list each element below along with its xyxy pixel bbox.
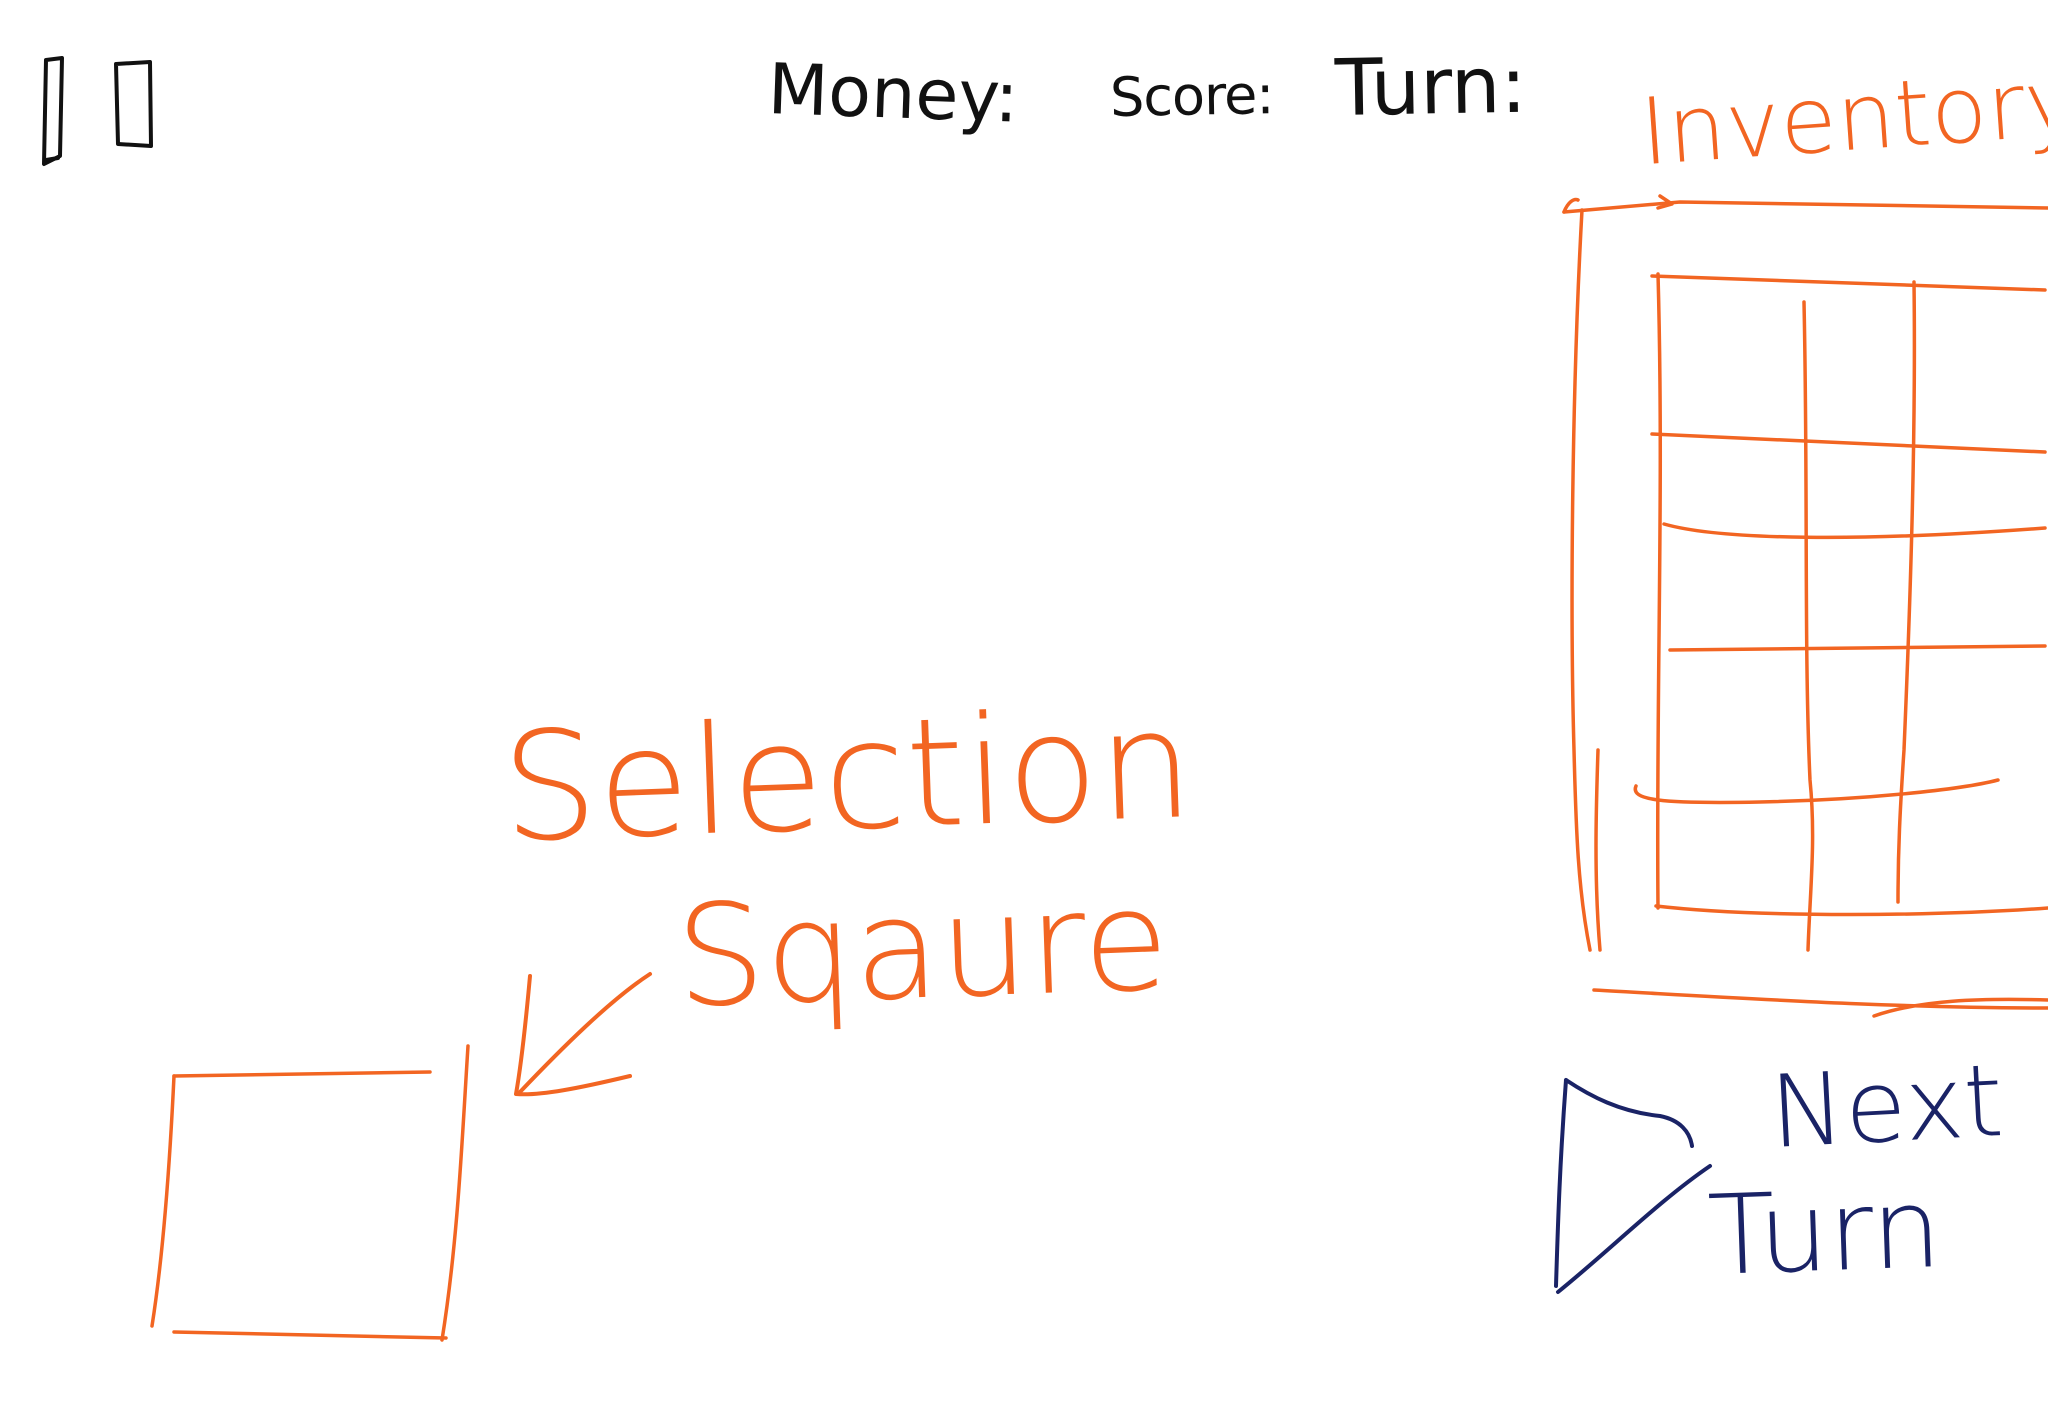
- selection-square[interactable]: [140, 1040, 480, 1350]
- next-turn-label[interactable]: Turn: [1705, 1163, 1944, 1301]
- inventory-grid-line: [1650, 432, 2047, 454]
- arrow-down-left-icon: [500, 960, 670, 1120]
- turn-label: Turn:: [1334, 40, 1528, 134]
- inventory-frame: [1562, 200, 2048, 214]
- inventory-grid-line: [1896, 280, 1917, 904]
- inventory-title: Inventory: [1636, 48, 2048, 187]
- inventory-grid-line: [1633, 778, 2000, 805]
- inventory-panel: [1560, 190, 2048, 1040]
- inventory-grid-line: [1650, 274, 2047, 292]
- inventory-grid-line: [1802, 300, 1815, 952]
- inventory-grid-line: [1668, 644, 2047, 652]
- next-turn-button[interactable]: [1530, 1060, 1730, 1300]
- next-turn-label[interactable]: Next: [1767, 1041, 2006, 1172]
- selection-caption: Selection: [499, 677, 1197, 877]
- inventory-grid-line: [1662, 522, 2047, 540]
- score-label: Score:: [1109, 63, 1274, 129]
- money-label: Money:: [766, 48, 1020, 139]
- play-triangle-icon: [1554, 1078, 1712, 1294]
- selection-caption: Sqaure: [673, 859, 1172, 1040]
- inventory-grid-line: [1654, 904, 2048, 917]
- pause-icon[interactable]: [38, 54, 168, 174]
- inventory-grid-line: [1655, 272, 1663, 910]
